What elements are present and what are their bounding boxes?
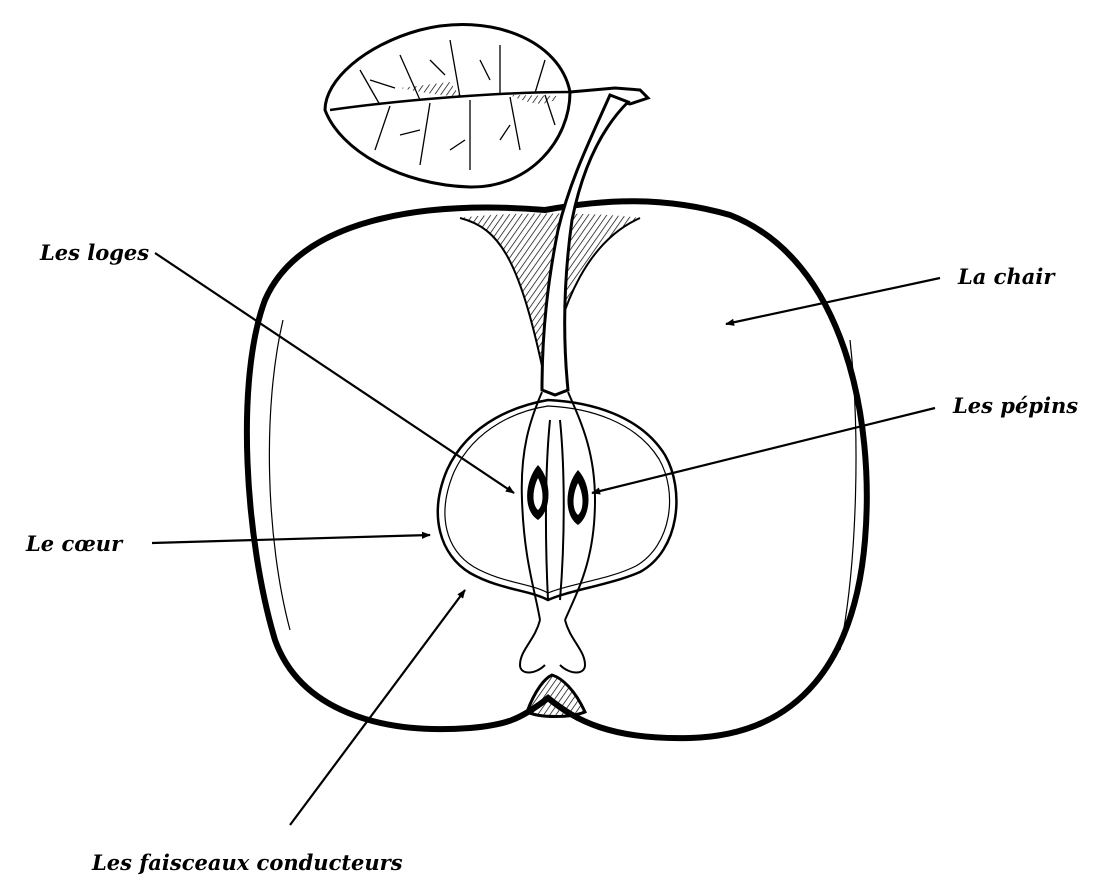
label-loges: Les loges xyxy=(40,242,149,263)
label-chair: La chair xyxy=(958,266,1054,287)
label-faisceaux: Les faisceaux conducteurs xyxy=(92,852,403,873)
label-coeur: Le cœur xyxy=(26,533,122,554)
label-pepins: Les pépins xyxy=(953,395,1078,416)
leaf xyxy=(325,25,570,187)
